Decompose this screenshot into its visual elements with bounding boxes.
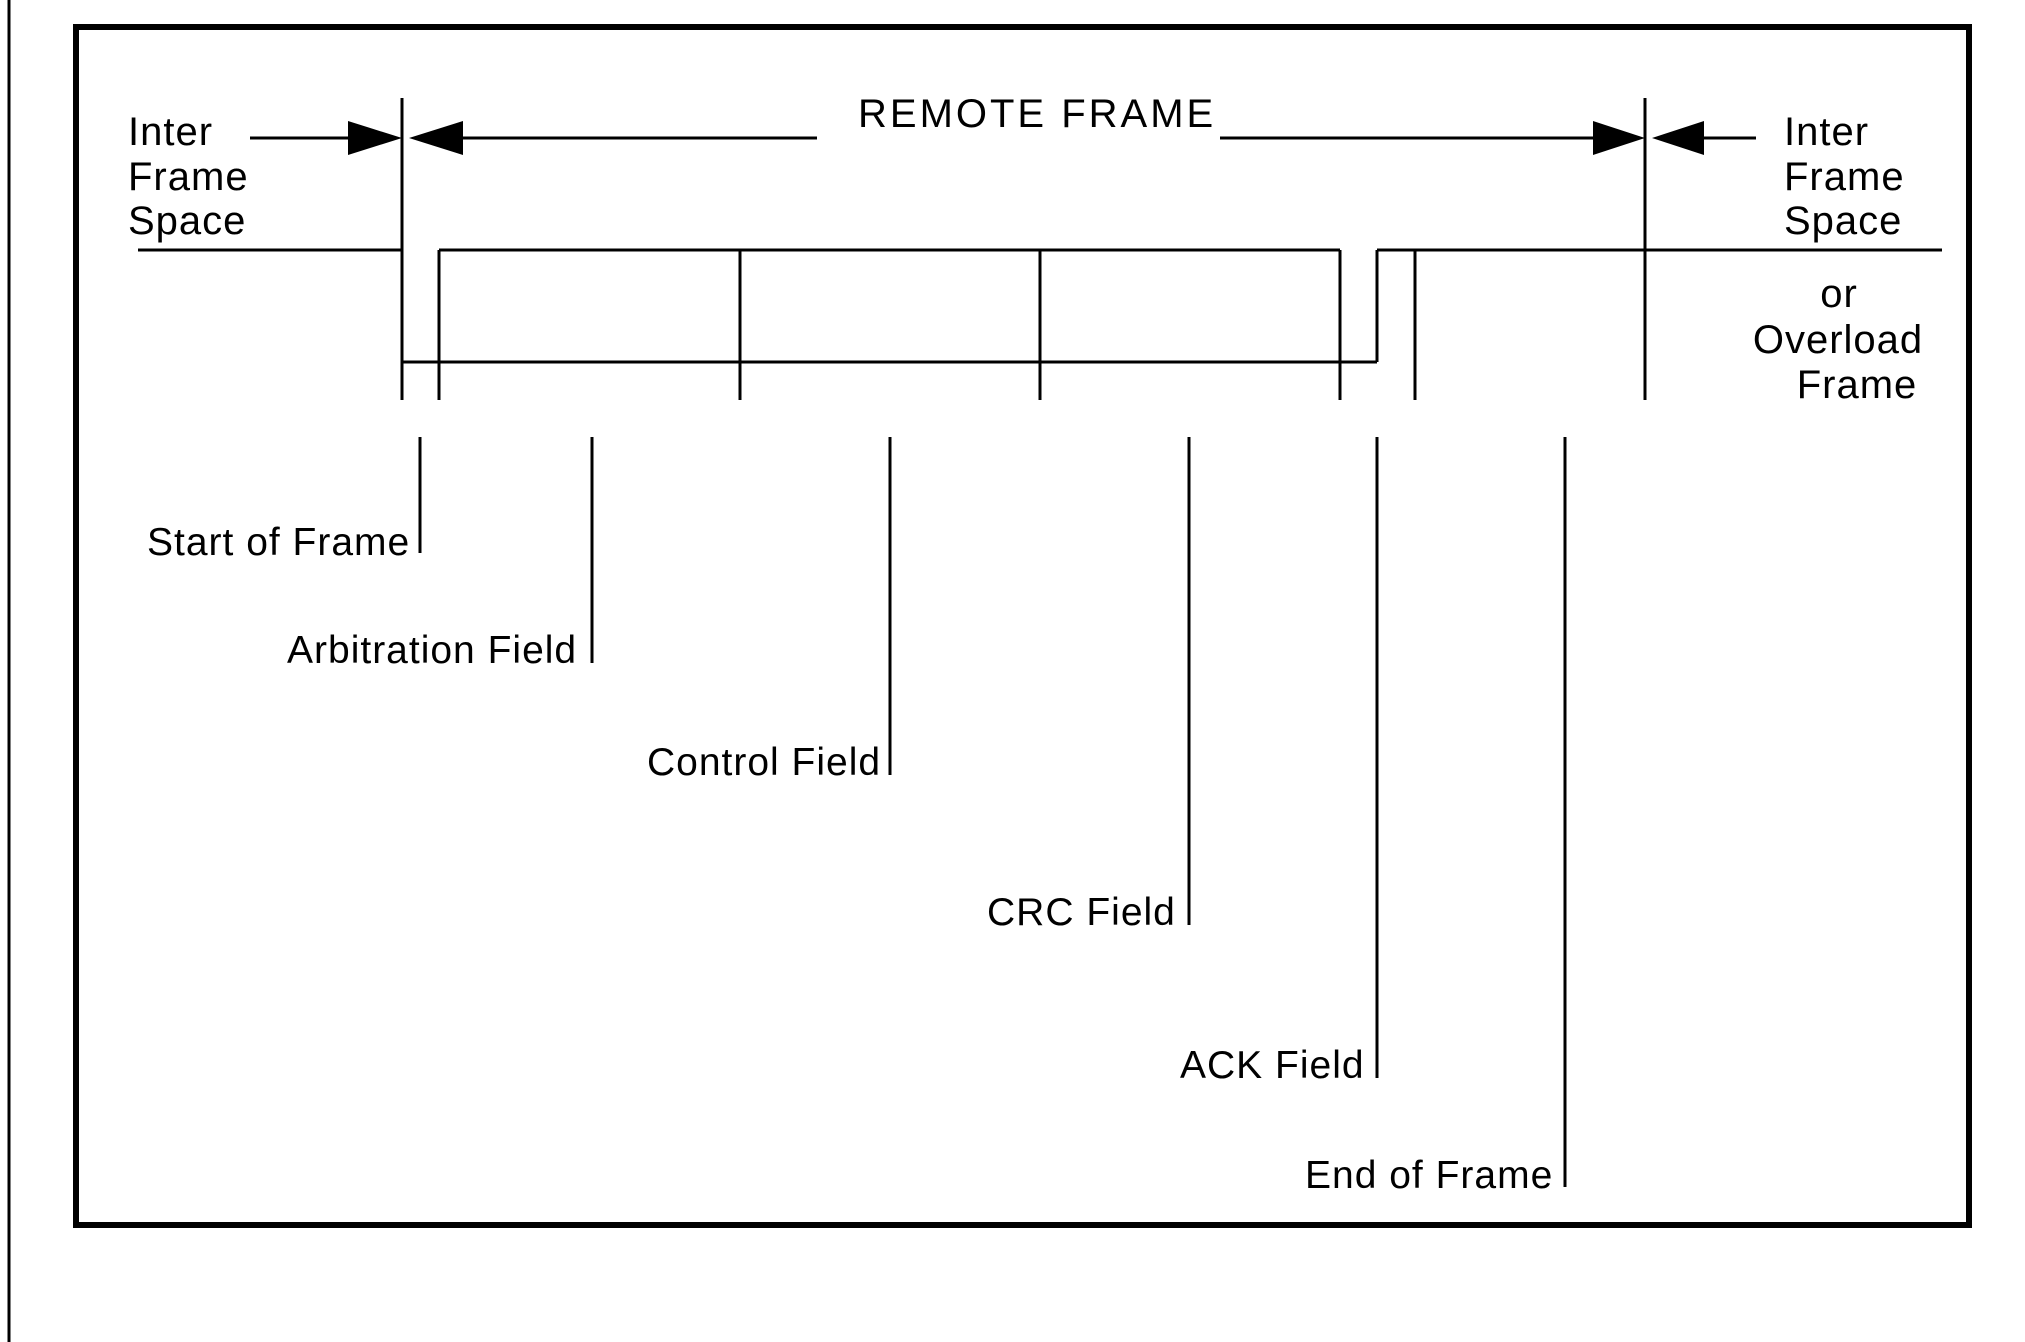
- label-line: Frame: [1784, 155, 1905, 199]
- crc-field-label: CRC Field: [987, 891, 1176, 934]
- label-line: or: [1820, 272, 1858, 316]
- arrowhead-left-icon: [409, 121, 463, 155]
- inter-frame-space-right-label: Inter Frame Space: [1784, 110, 1905, 243]
- label-line: Frame: [1797, 363, 1918, 407]
- end-of-frame-label: End of Frame: [1305, 1154, 1553, 1197]
- label-line: Overload: [1753, 318, 1923, 362]
- arrowhead-right-icon: [1593, 121, 1645, 155]
- control-field-label: Control Field: [647, 741, 881, 784]
- arbitration-field-label: Arbitration Field: [287, 629, 577, 672]
- ack-field-label: ACK Field: [1180, 1044, 1365, 1087]
- label-line: Space: [128, 199, 246, 243]
- label-line: Inter: [128, 110, 213, 154]
- arrowhead-right-icon: [348, 121, 402, 155]
- label-line: Inter: [1784, 110, 1869, 154]
- label-line: Frame: [128, 155, 249, 199]
- label-line: Space: [1784, 199, 1902, 243]
- inter-frame-space-left-label: Inter Frame Space: [128, 110, 249, 243]
- overload-frame-label: or Overload Frame: [1753, 272, 1923, 407]
- arrowhead-left-icon: [1652, 121, 1704, 155]
- start-of-frame-label: Start of Frame: [147, 521, 410, 564]
- frame-title: REMOTE FRAME: [858, 92, 1216, 136]
- diagram-border: [73, 24, 1972, 1228]
